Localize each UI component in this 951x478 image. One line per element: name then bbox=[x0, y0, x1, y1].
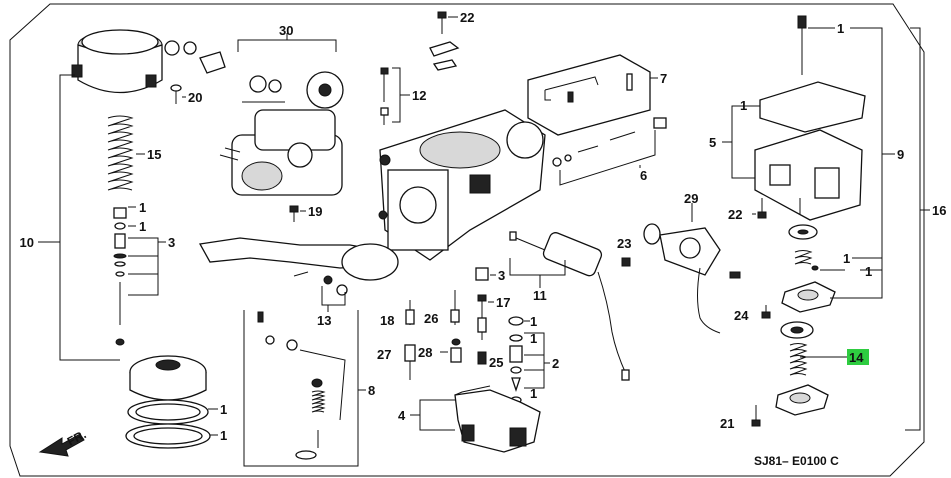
float-4 bbox=[454, 385, 541, 453]
float-chamber-body bbox=[754, 129, 863, 221]
solenoid-11 bbox=[509, 231, 630, 381]
callout-3-center: 3 bbox=[498, 268, 505, 283]
screws-12 bbox=[380, 67, 389, 125]
jet-18 bbox=[405, 300, 415, 325]
callout-28: 28 bbox=[418, 345, 432, 360]
callout-11: 11 bbox=[533, 288, 547, 303]
shaft-30-group bbox=[242, 75, 285, 103]
screw-22-top bbox=[437, 11, 447, 34]
screw-19 bbox=[289, 205, 299, 222]
jet-28 bbox=[450, 338, 462, 363]
callout-14-highlight bbox=[847, 349, 869, 365]
screw-21 bbox=[751, 405, 761, 427]
callout-15: 15 bbox=[147, 147, 161, 162]
needle-top-right bbox=[797, 15, 807, 75]
callout-22-right: 22 bbox=[728, 207, 742, 222]
callout-9: 9 bbox=[897, 147, 904, 162]
rods-7 bbox=[527, 54, 651, 136]
catalog-code: SJ81– E0100 C bbox=[754, 454, 839, 468]
front-arrow-icon bbox=[38, 433, 85, 457]
part-2-stack bbox=[508, 316, 524, 404]
part-17 bbox=[477, 294, 487, 340]
callout-1-right-b: 1 bbox=[865, 264, 872, 279]
callout-20: 20 bbox=[188, 90, 202, 105]
screw-24 bbox=[761, 305, 771, 319]
callout-30: 30 bbox=[279, 23, 293, 38]
nuts-top-left bbox=[164, 40, 226, 74]
callout-4: 4 bbox=[398, 408, 406, 423]
jet-27 bbox=[404, 344, 416, 380]
callout-17: 17 bbox=[496, 295, 510, 310]
callout-1-c-a: 1 bbox=[530, 314, 537, 329]
callout-22-top: 22 bbox=[460, 10, 474, 25]
callout-18: 18 bbox=[380, 313, 394, 328]
callout-10: 10 bbox=[20, 235, 34, 250]
part-25 bbox=[477, 351, 487, 365]
screw-23 bbox=[621, 257, 631, 267]
lever-top bbox=[429, 41, 460, 71]
callout-2: 2 bbox=[552, 356, 559, 371]
callout-1-c-b: 1 bbox=[530, 331, 537, 346]
callout-12: 12 bbox=[412, 88, 426, 103]
callout-21: 21 bbox=[720, 416, 734, 431]
callout-1-ring-a: 1 bbox=[220, 402, 227, 417]
callout-3-left: 3 bbox=[168, 235, 175, 250]
callout-1-top-right: 1 bbox=[837, 21, 844, 36]
callout-1-left-a: 1 bbox=[139, 200, 146, 215]
valve-29 bbox=[643, 223, 741, 334]
callout-1-ring-b: 1 bbox=[220, 428, 227, 443]
linkage-bracket-13 bbox=[198, 237, 399, 296]
callout-19: 19 bbox=[308, 204, 322, 219]
callout-5: 5 bbox=[709, 135, 716, 150]
diaphragm-cover-assembly bbox=[71, 29, 163, 94]
choke-pulldown-assembly bbox=[219, 71, 344, 196]
callout-8: 8 bbox=[368, 383, 375, 398]
carburetor-body bbox=[378, 109, 546, 261]
callout-29: 29 bbox=[684, 191, 698, 206]
callout-1-mid-right: 1 bbox=[740, 98, 747, 113]
diaphragm-bowl bbox=[125, 355, 211, 449]
callout-16: 16 bbox=[932, 203, 946, 218]
callout-7: 7 bbox=[660, 71, 667, 86]
part-3-center bbox=[475, 267, 489, 281]
needle-valve-stack bbox=[113, 207, 127, 346]
jet-26 bbox=[450, 290, 460, 325]
screw-20 bbox=[170, 84, 182, 104]
callout-26: 26 bbox=[424, 311, 438, 326]
parts-6 bbox=[552, 117, 667, 167]
screw-22-right bbox=[757, 198, 767, 219]
callout-25: 25 bbox=[489, 355, 503, 370]
callout-14: 14 bbox=[849, 350, 864, 365]
rods-8 bbox=[257, 311, 346, 460]
accelerator-pump-14 bbox=[775, 321, 829, 416]
callout-13: 13 bbox=[317, 313, 331, 328]
gasket-top bbox=[759, 81, 866, 133]
diagram-frame bbox=[9, 3, 925, 477]
callout-1-c-c: 1 bbox=[530, 386, 537, 401]
callout-23: 23 bbox=[617, 236, 631, 251]
callout-6: 6 bbox=[640, 168, 647, 183]
callout-27: 27 bbox=[377, 347, 391, 362]
callout-1-left-b: 1 bbox=[139, 219, 146, 234]
callout-24: 24 bbox=[734, 308, 749, 323]
spring-15 bbox=[107, 115, 134, 191]
power-valve-stack bbox=[781, 224, 836, 313]
callout-1-right-a: 1 bbox=[843, 251, 850, 266]
